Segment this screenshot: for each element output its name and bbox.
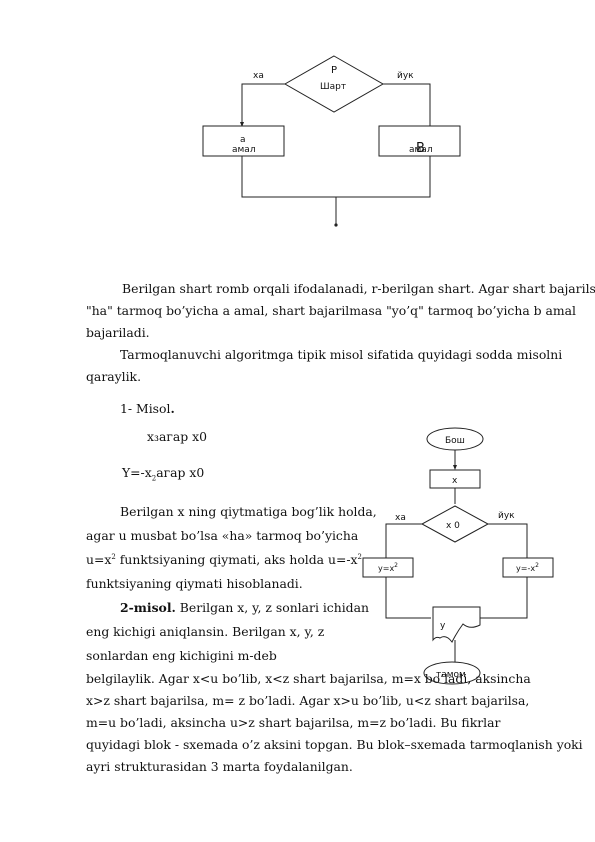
p2-line-1: Tarmoqlanuvchi algoritmga tipik misol si… [120, 347, 563, 362]
left-action-text: y=x2 [378, 562, 398, 573]
left-action-box [362, 557, 414, 578]
right-merge [480, 577, 528, 619]
start-text: Бош [445, 436, 465, 446]
eq2-part-a: Y=-x [122, 465, 152, 480]
m2-l1-text: Berilgan x, y, z sonlari ichidan [175, 600, 369, 615]
example-1-text: Berilgan x ning qiytmatiga bog’lik holda… [86, 500, 377, 668]
p1-line-3: bajariladi. [86, 325, 150, 340]
flow-arrow-1 [453, 465, 457, 470]
b-line-5: ayri strukturasidan 3 marta foydalanilga… [86, 759, 353, 774]
no-label-2: йук [498, 511, 515, 521]
merge-line [241, 156, 431, 198]
m1-line-1: Berilgan x ning qiytmatiga bog’lik holda… [120, 504, 377, 519]
no-label: йук [397, 71, 414, 81]
p2-line-2: qaraylik. [86, 369, 142, 384]
no-branch-line [383, 83, 431, 126]
end-terminal [423, 661, 481, 685]
m2-line-2: eng kichigi aniqlansin. Berilgan x, y, z [86, 624, 325, 639]
m1-line-2: agar u musbat bo’lsa «ha» tarmoq bo’yich… [86, 528, 359, 543]
condition-text: Шарт [320, 82, 346, 92]
right-action-text: y=-x2 [516, 562, 539, 573]
eq2-sub: 2 [151, 474, 157, 483]
paragraph-example-2: belgilaylik. Agar x<u bo’lib, x<z shart … [86, 668, 583, 778]
action-a-letter: a [240, 135, 246, 145]
yes-branch-2 [385, 523, 422, 558]
example-1-label: 1- Misol [120, 401, 171, 416]
m1-l3-sup2: 2 [357, 552, 363, 561]
end-text: тамом [436, 670, 466, 680]
action-box-b [378, 125, 461, 157]
flowchart-example-1: Бош x x 0 ха йук y=x2 y=-x2 y тамом [362, 427, 554, 685]
action-a-text: амал [232, 145, 256, 155]
eq2-part-b: агар x0 [156, 465, 205, 480]
condition-letter: P [331, 65, 337, 76]
yes-label-2: ха [395, 513, 406, 523]
paragraph-shart: Berilgan shart romb orqali ifodalanadi, … [86, 278, 595, 388]
right-action-box [502, 557, 554, 578]
b-line-1: belgilaylik. Agar x<u bo’lib, x<z shart … [86, 671, 531, 686]
yes-arrow [240, 122, 244, 127]
action-box-a [202, 125, 285, 157]
exit-dot [334, 223, 338, 227]
output-document [432, 606, 481, 643]
condition-2-text: x 0 [446, 521, 460, 531]
equation-2: Y=-x2агар x0 [122, 464, 204, 482]
m1-l3-a: u=x [86, 552, 112, 567]
left-merge [385, 577, 431, 619]
condition-diamond [283, 55, 385, 113]
m1-l3-b: funktsiyaning qiymati, aks holda u=-x [115, 552, 358, 567]
example-1-dot: . [170, 401, 175, 416]
action-b-letter: B [416, 141, 425, 156]
m2-line-3: sonlardan eng kichigini m-deb [86, 648, 277, 663]
p1-line-2: "ha" tarmoq bo’yicha a amal, shart bajar… [86, 303, 577, 318]
action-b-text: амал [409, 145, 433, 155]
m2-line-1: 2-misol. Berilgan x, y, z sonlari ichida… [86, 596, 369, 620]
m1-line-4: funktsiyaning qiymati hisoblanadi. [86, 576, 303, 591]
b-line-3: m=u bo’ladi, aksincha u>z shart bajarils… [86, 715, 501, 730]
no-branch-2 [488, 523, 528, 558]
condition-diamond-2 [420, 505, 490, 543]
flowchart-branching: P Шарт ха йук a амал B амал [202, 55, 461, 227]
output-text: y [440, 621, 446, 631]
yes-branch-line [241, 83, 285, 126]
example-2-label: 2-misol. [120, 600, 176, 615]
m1-l3-sup: 2 [111, 552, 116, 561]
b-line-2: x>z shart bajarilsa, m= z bo’ladi. Agar … [86, 693, 530, 708]
example-1-heading: 1- Misol. [120, 400, 175, 418]
input-text: x [452, 476, 458, 486]
p1-line-1: Berilgan shart romb orqali ifodalanadi, … [122, 281, 595, 296]
b-line-4: quyidagi blok - sxemada o’z aksini topga… [86, 737, 583, 752]
equation-1: x₃агар x0 [147, 429, 207, 444]
yes-label: ха [253, 71, 264, 81]
m1-line-3: u=x2 funktsiyaning qiymati, aks holda u=… [86, 548, 362, 572]
